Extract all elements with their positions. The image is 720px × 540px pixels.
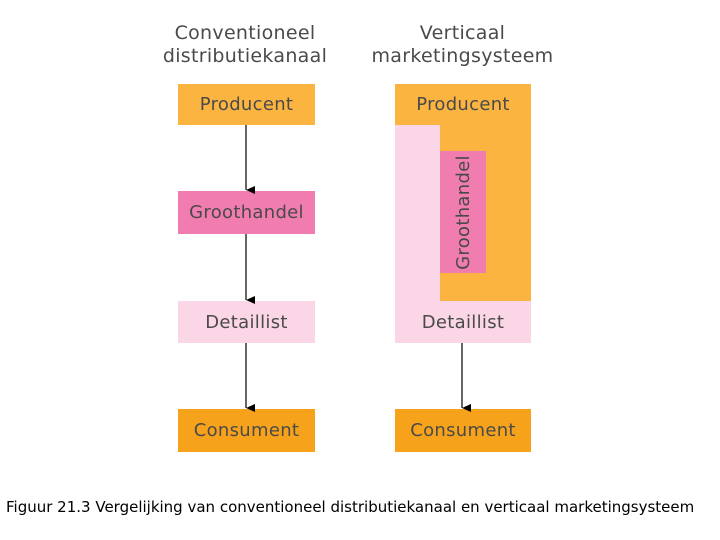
conventional-title-line1: Conventioneel xyxy=(174,22,316,44)
vertical-consumer-label: Consument xyxy=(410,420,516,441)
figure-caption: Figuur 21.3 Vergelijking van conventione… xyxy=(6,498,695,516)
vertical-producer-label: Producent xyxy=(416,94,510,115)
vertical-wholesaler-box xyxy=(440,151,486,273)
vertical-retailer-label-area: Detaillist xyxy=(395,301,531,343)
conventional-wholesaler-label: Groothandel xyxy=(189,202,304,223)
conventional-producer-box: Producent xyxy=(178,84,315,125)
vertical-retailer-label: Detaillist xyxy=(421,311,505,333)
vertical-title-line1: Verticaal xyxy=(419,22,506,44)
conventional-consumer-box: Consument xyxy=(178,409,315,452)
conventional-title-line2: distributiekanaal xyxy=(162,45,328,67)
vertical-title: Verticaal marketingsysteem xyxy=(365,22,560,68)
vertical-producer-label-area: Producent xyxy=(395,84,531,125)
vertical-title-line2: marketingsysteem xyxy=(371,45,554,67)
conventional-retailer-box: Detaillist xyxy=(178,301,315,343)
conventional-title: Conventioneel distributiekanaal xyxy=(150,22,340,68)
conventional-retailer-label: Detaillist xyxy=(205,311,288,333)
vertical-consumer-box: Consument xyxy=(395,409,531,452)
conventional-wholesaler-box: Groothandel xyxy=(178,191,315,234)
conventional-producer-label: Producent xyxy=(199,94,294,115)
conventional-consumer-label: Consument xyxy=(193,420,300,441)
